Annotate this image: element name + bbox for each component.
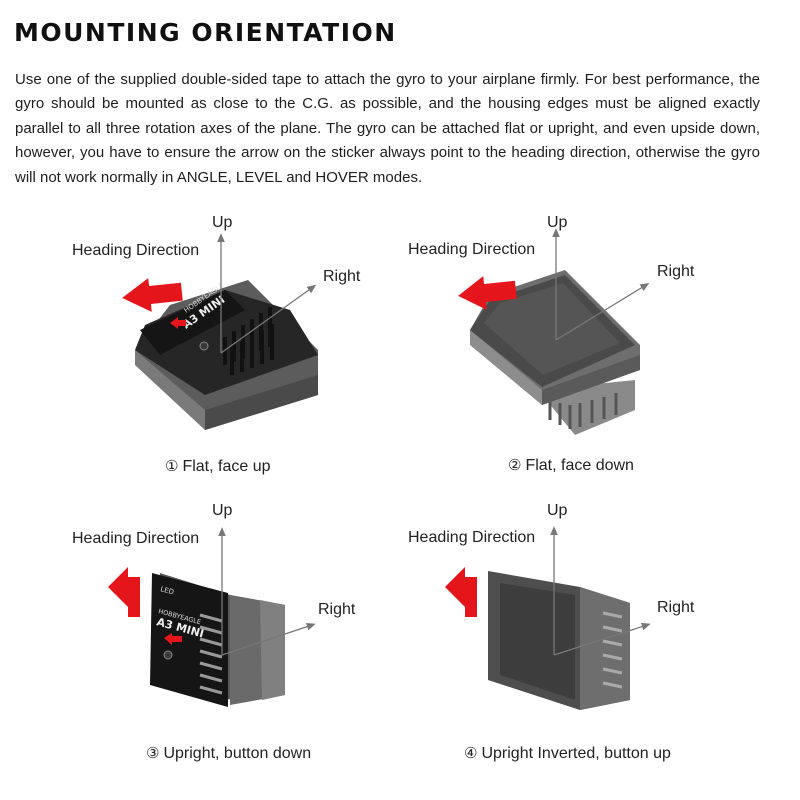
up-label: Up [212, 214, 233, 231]
right-axis [221, 622, 316, 656]
gyro-flat-face-down-illustration [458, 228, 650, 435]
servo-pins [199, 613, 223, 695]
servo-pins [223, 307, 274, 375]
gyro-upright-inverted-illustration [445, 526, 651, 710]
right-axis [553, 622, 651, 656]
right-label: Right [657, 599, 695, 616]
panel-upright-button-down: LED HOBBYEAGLE A3 MINI Up Heading Direct… [0, 495, 380, 785]
up-label: Up [547, 502, 568, 519]
up-label: Up [547, 214, 568, 231]
gyro-flat-face-up-illustration: HOBBYEAGLE A3 MINI [122, 233, 318, 430]
right-axis [555, 282, 650, 341]
right-label: Right [323, 268, 361, 285]
heading-arrow-icon [108, 567, 140, 617]
set-button [199, 341, 209, 351]
caption-number: ② [508, 456, 522, 474]
heading-arrow-icon [445, 567, 477, 617]
sticker-arrow-icon [170, 317, 186, 329]
caption-text: Upright Inverted, button up [481, 745, 671, 762]
heading-arrow-icon [122, 278, 183, 312]
gyro-housing [470, 270, 640, 435]
right-axis [220, 284, 317, 354]
sticker-arrow-icon [164, 633, 182, 645]
caption-text: Flat, face up [182, 458, 271, 475]
up-label: Up [212, 502, 233, 519]
caption-number: ④ [464, 744, 478, 762]
caption-text: Upright, button down [163, 745, 312, 762]
heading-arrow-icon [458, 276, 517, 310]
heading-direction-label: Heading Direction [408, 241, 536, 258]
panel-flat-face-up: HOBBYEAGLE A3 MINI Up Heading Direction … [0, 205, 380, 495]
right-label: Right [657, 263, 695, 280]
heading-direction-label: Heading Direction [72, 530, 200, 547]
set-button [163, 650, 173, 660]
heading-direction-label: Heading Direction [408, 529, 536, 546]
caption-number: ③ [146, 744, 160, 762]
caption-number: ① [165, 457, 179, 475]
gyro-upright-button-down-illustration: LED HOBBYEAGLE A3 MINI [108, 527, 316, 707]
gyro-sticker [140, 290, 245, 355]
gyro-housing [488, 571, 630, 710]
gyro-housing: LED HOBBYEAGLE A3 MINI [150, 573, 285, 707]
sticker-led: LED [159, 585, 174, 596]
right-label: Right [318, 601, 356, 618]
intro-paragraph: Use one of the supplied double-sided tap… [15, 71, 760, 186]
caption-text: Flat, face down [525, 457, 634, 474]
servo-pins [602, 611, 623, 689]
page-title: MOUNTING ORIENTATION [14, 18, 397, 47]
heading-direction-label: Heading Direction [72, 242, 200, 259]
gyro-sticker [150, 573, 228, 707]
